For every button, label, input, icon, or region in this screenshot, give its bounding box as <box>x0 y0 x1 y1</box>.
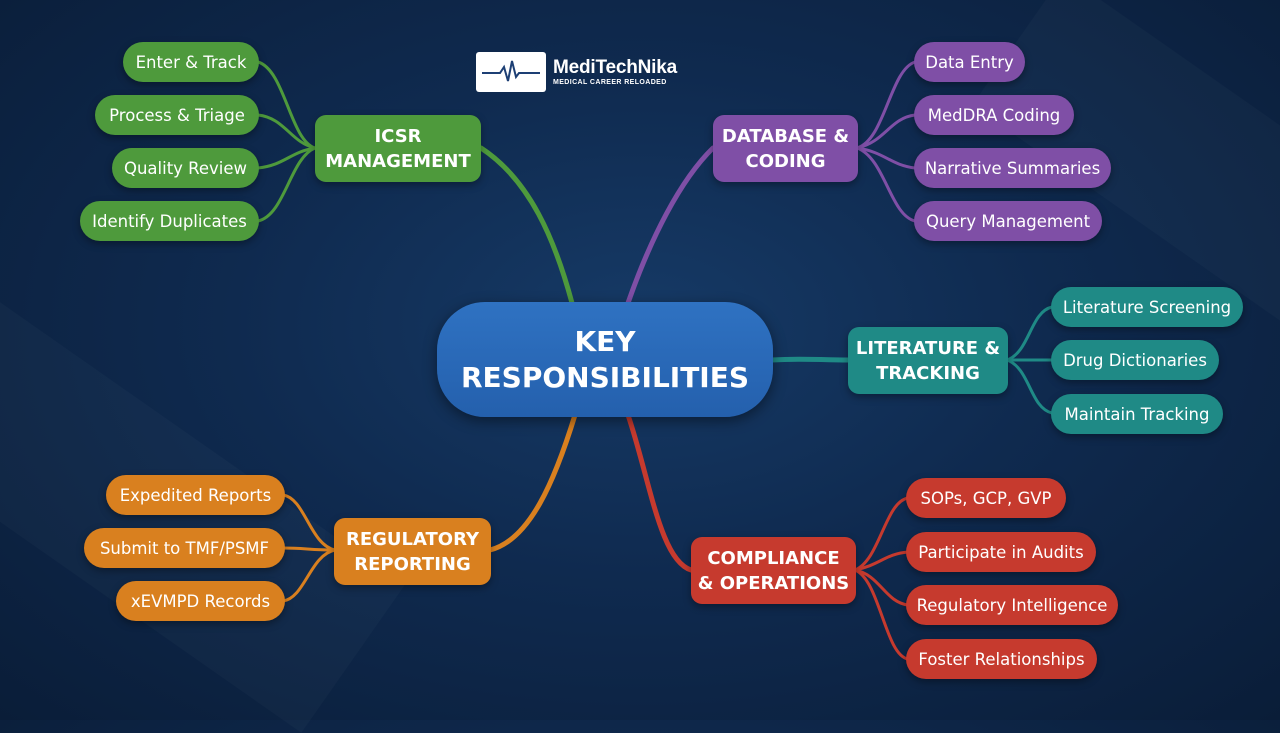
connector-compliance <box>625 412 694 573</box>
leaf-quality-review: Quality Review <box>112 148 259 188</box>
branch-label-line2: TRACKING <box>876 362 980 384</box>
leaf-regulatory-intelligence: Regulatory Intelligence <box>906 585 1118 625</box>
leaf-data-entry: Data Entry <box>914 42 1025 82</box>
meditechnika-logo: MediTechNika MEDICAL CAREER RELOADED <box>476 52 677 92</box>
leaf-meddra-coding: MedDRA Coding <box>914 95 1074 135</box>
leaf-participate-in-audits: Participate in Audits <box>906 532 1096 572</box>
branch-regulatory-reporting: REGULATORY REPORTING <box>334 518 491 585</box>
branch-label-line2: & OPERATIONS <box>697 572 850 594</box>
leaf-process-triage: Process & Triage <box>95 95 259 135</box>
branch-literature-tracking: LITERATURE & TRACKING <box>848 327 1008 394</box>
central-topic-line1: KEY <box>574 324 636 358</box>
branch-label-line1: DATABASE & <box>721 125 850 147</box>
leaf-narrative-summaries: Narrative Summaries <box>914 148 1111 188</box>
connector-icsr <box>478 145 575 306</box>
branch-label-line2: CODING <box>745 150 826 172</box>
central-topic-line2: RESPONSIBILITIES <box>460 360 750 394</box>
leaf-xevmpd-records: xEVMPD Records <box>116 581 285 621</box>
leaf-enter-track: Enter & Track <box>123 42 259 82</box>
logo-name: MediTechNika <box>553 57 677 78</box>
leaf-maintain-tracking: Maintain Tracking <box>1051 394 1223 434</box>
leaf-drug-dictionaries: Drug Dictionaries <box>1051 340 1219 380</box>
leaf-identify-duplicates: Identify Duplicates <box>80 201 259 241</box>
leaf-literature-screening: Literature Screening <box>1051 287 1243 327</box>
branch-label-line2: MANAGEMENT <box>325 150 471 172</box>
connector-regulatory <box>487 412 578 553</box>
leaf-submit-tmf-psmf: Submit to TMF/PSMF <box>84 528 285 568</box>
leaf-sops-gcp-gvp: SOPs, GCP, GVP <box>906 478 1066 518</box>
heartbeat-icon <box>476 52 546 92</box>
logo-tagline: MEDICAL CAREER RELOADED <box>553 79 667 86</box>
leaf-expedited-reports: Expedited Reports <box>106 475 285 515</box>
connector-database <box>625 145 716 306</box>
central-topic: KEY RESPONSIBILITIES <box>437 302 773 417</box>
branch-label-line2: REPORTING <box>354 553 471 575</box>
branch-icsr-management: ICSR MANAGEMENT <box>315 115 481 182</box>
leaf-query-management: Query Management <box>914 201 1102 241</box>
branch-label-line1: LITERATURE & <box>855 337 1001 359</box>
leaf-foster-relationships: Foster Relationships <box>906 639 1097 679</box>
branch-label-line1: COMPLIANCE <box>707 547 840 569</box>
branch-compliance-operations: COMPLIANCE & OPERATIONS <box>691 537 856 604</box>
connector-literature <box>769 356 851 363</box>
branch-database-coding: DATABASE & CODING <box>713 115 858 182</box>
branch-label-line1: REGULATORY <box>345 528 480 550</box>
branch-label-line1: ICSR <box>374 125 422 147</box>
